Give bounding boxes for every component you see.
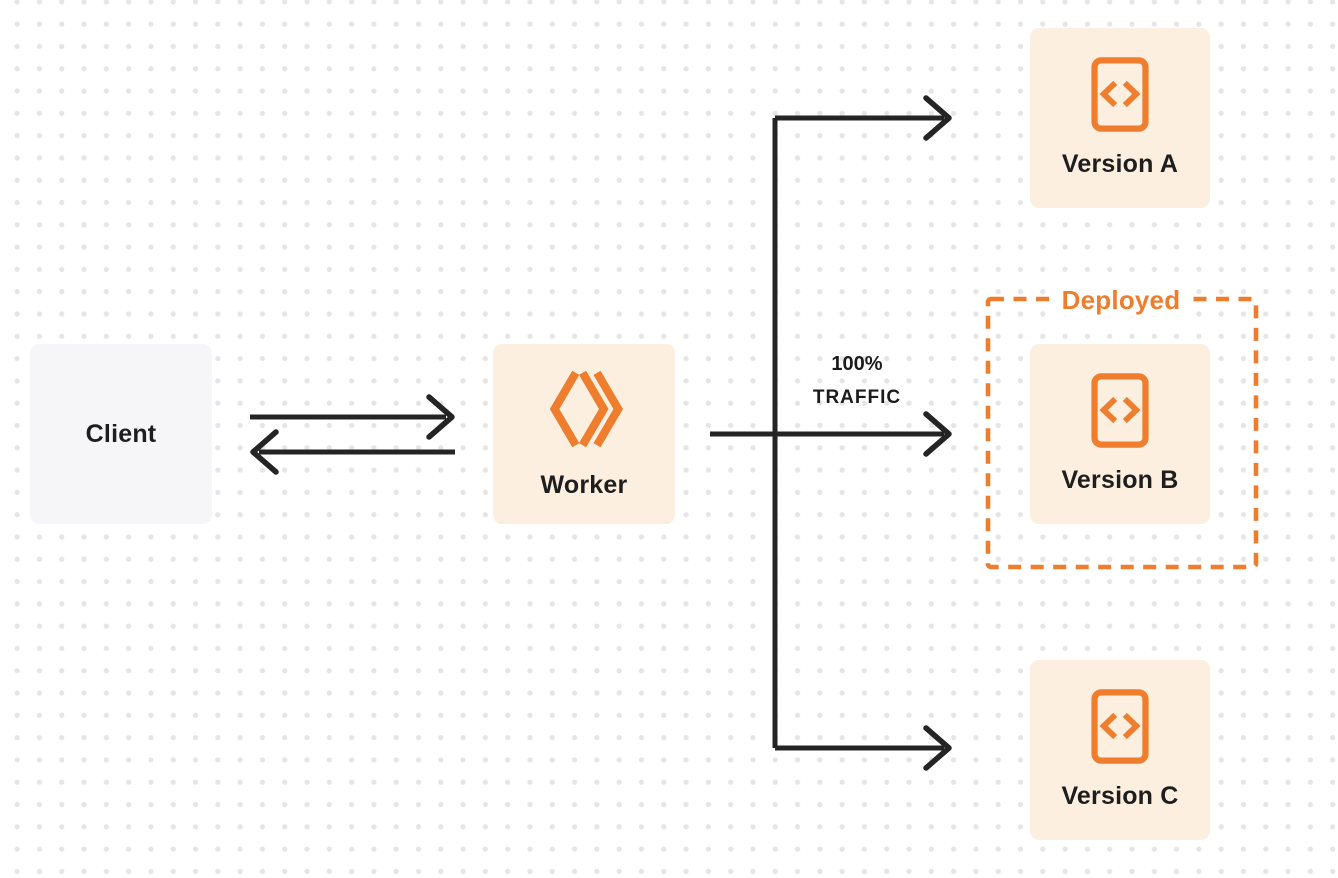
worker-label: Worker (540, 471, 628, 499)
version-a-label: Version A (1061, 150, 1179, 178)
client-node: Client (30, 344, 212, 524)
code-file-icon (1091, 689, 1149, 769)
version-b-node: Version B (1030, 344, 1210, 524)
version-a-node: Version A (1030, 28, 1210, 208)
version-b-label: Version B (1061, 466, 1179, 494)
version-c-node: Version C (1030, 660, 1210, 840)
worker-node: Worker (493, 344, 675, 524)
cloudflare-workers-icon (538, 368, 630, 455)
version-c-label: Version C (1061, 782, 1179, 810)
code-file-icon (1091, 373, 1149, 453)
traffic-percent-text: 100% (831, 353, 883, 375)
traffic-word-text: TRAFFIC (812, 387, 902, 408)
client-label: Client (85, 419, 157, 448)
traffic-annotation: 100% TRAFFIC (792, 348, 922, 414)
code-file-icon (1091, 57, 1149, 137)
deployed-badge-text: Deployed (1051, 285, 1191, 316)
deployed-badge: Deployed (986, 285, 1256, 316)
